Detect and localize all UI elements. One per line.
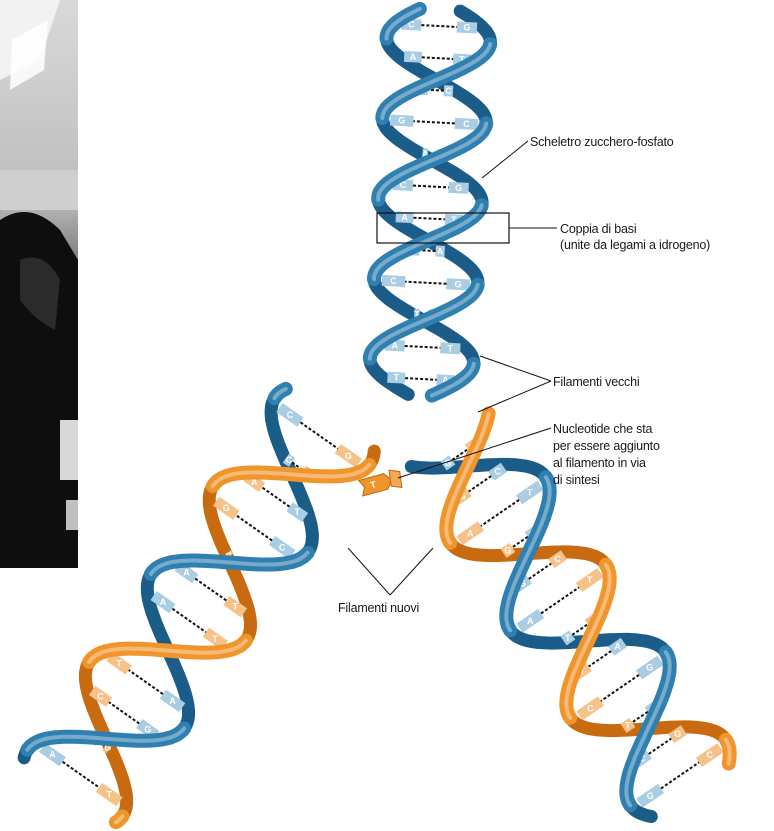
label-old-strands: Filamenti vecchi: [553, 375, 639, 389]
leader-new-strand-2: [390, 548, 433, 595]
base-letter: C: [279, 543, 286, 553]
base-letter: C: [286, 455, 293, 465]
base-pair: CG: [390, 116, 478, 129]
base-letter: A: [527, 616, 534, 626]
label-nucleotide-line1: Nucleotide che sta: [553, 422, 652, 436]
hydrogen-bond: [481, 500, 519, 526]
label-backbone: Scheletro zucchero-fosfato: [530, 135, 674, 149]
hydrogen-bond: [236, 515, 272, 540]
base-letter: A: [401, 212, 408, 222]
base-letter: G: [674, 729, 681, 739]
leader-backbone: [482, 141, 528, 178]
base-letter: A: [410, 52, 417, 62]
label-base-pair-line2: (unite da legami a idrogeno): [560, 238, 710, 252]
label-nucleotide-line4: di sintesi: [553, 473, 600, 487]
base-letter: C: [554, 554, 561, 564]
base-letter: C: [445, 86, 452, 96]
base-letter: C: [390, 276, 397, 286]
hydrogen-bond: [63, 762, 99, 788]
hydrogen-bond: [529, 564, 552, 579]
base-letter: A: [467, 528, 474, 538]
hydrogen-bond: [413, 186, 449, 188]
base-letter: T: [295, 507, 301, 517]
base-letter: A: [437, 246, 444, 256]
base-letter: G: [455, 279, 462, 289]
hydrogen-bond: [129, 670, 163, 694]
hydrogen-bond: [469, 476, 492, 491]
base-letter: G: [646, 663, 653, 673]
base-letter: C: [287, 410, 294, 420]
base-pair: CG: [393, 180, 469, 193]
base-letter: A: [183, 567, 190, 577]
base-letter: G: [345, 451, 352, 461]
hydrogen-bond: [649, 739, 672, 754]
base-letter: T: [394, 373, 400, 383]
label-nucleotide-line3: al filamento in via: [553, 456, 646, 470]
hydrogen-bond: [300, 422, 337, 448]
base-letter: G: [463, 22, 470, 32]
hydrogen-bond: [413, 218, 444, 220]
base-letter: G: [455, 183, 462, 193]
base-letter: C: [494, 467, 501, 477]
hydrogen-bond: [405, 378, 436, 380]
base-letter: G: [144, 725, 151, 735]
base-pair: GC: [382, 276, 470, 289]
hydrogen-bond: [405, 346, 441, 348]
base-letter: T: [213, 634, 219, 644]
left-daughter-strand-front: [89, 465, 369, 822]
hydrogen-bond: [413, 121, 454, 123]
hydrogen-bond: [195, 579, 226, 601]
base-letter: G: [647, 791, 654, 801]
hydrogen-bond: [661, 762, 699, 788]
base-letter: T: [565, 633, 571, 643]
base-letter: C: [706, 750, 713, 760]
hydrogen-bond: [422, 57, 453, 59]
base-letter: T: [527, 488, 533, 498]
base-letter: G: [504, 545, 511, 555]
right-daughter-pairs: GCCGTACGGCATTAATGCATCGGC: [443, 441, 720, 803]
label-nucleotide-line2: per essere aggiunto: [553, 439, 660, 453]
hydrogen-bond: [421, 25, 457, 27]
hydrogen-bond: [262, 487, 289, 506]
hydrogen-bond: [109, 702, 139, 723]
hydrogen-bond: [589, 651, 612, 666]
hydrogen-bond: [601, 675, 639, 701]
base-letter: A: [614, 642, 621, 652]
base-letter: T: [625, 720, 631, 730]
strands-layer: [27, 9, 729, 822]
hydrogen-bond: [405, 282, 446, 284]
base-letter: C: [587, 703, 594, 713]
base-pair: GC: [640, 748, 721, 803]
base-letter: A: [160, 597, 167, 607]
base-letter: T: [106, 790, 112, 800]
base-letter: T: [232, 602, 238, 612]
hydrogen-bond: [172, 609, 205, 632]
label-base-pair-line1: Coppia di basi: [560, 222, 636, 236]
base-letter: C: [97, 691, 104, 701]
base-letter: C: [463, 119, 470, 129]
leader-new-strand-1: [348, 548, 390, 595]
base-letter: A: [169, 696, 176, 706]
hydrogen-bond: [541, 587, 579, 613]
base-letter: T: [116, 658, 122, 668]
base-letter: T: [448, 343, 454, 353]
base-letter: A: [49, 750, 56, 760]
base-letter: G: [223, 503, 230, 513]
label-new-strands: Filamenti nuovi: [338, 601, 419, 615]
base-letter: T: [587, 575, 593, 585]
base-letter: G: [398, 116, 405, 126]
leader-old-strand-2: [478, 381, 551, 412]
leader-old-strand-1: [480, 356, 551, 381]
